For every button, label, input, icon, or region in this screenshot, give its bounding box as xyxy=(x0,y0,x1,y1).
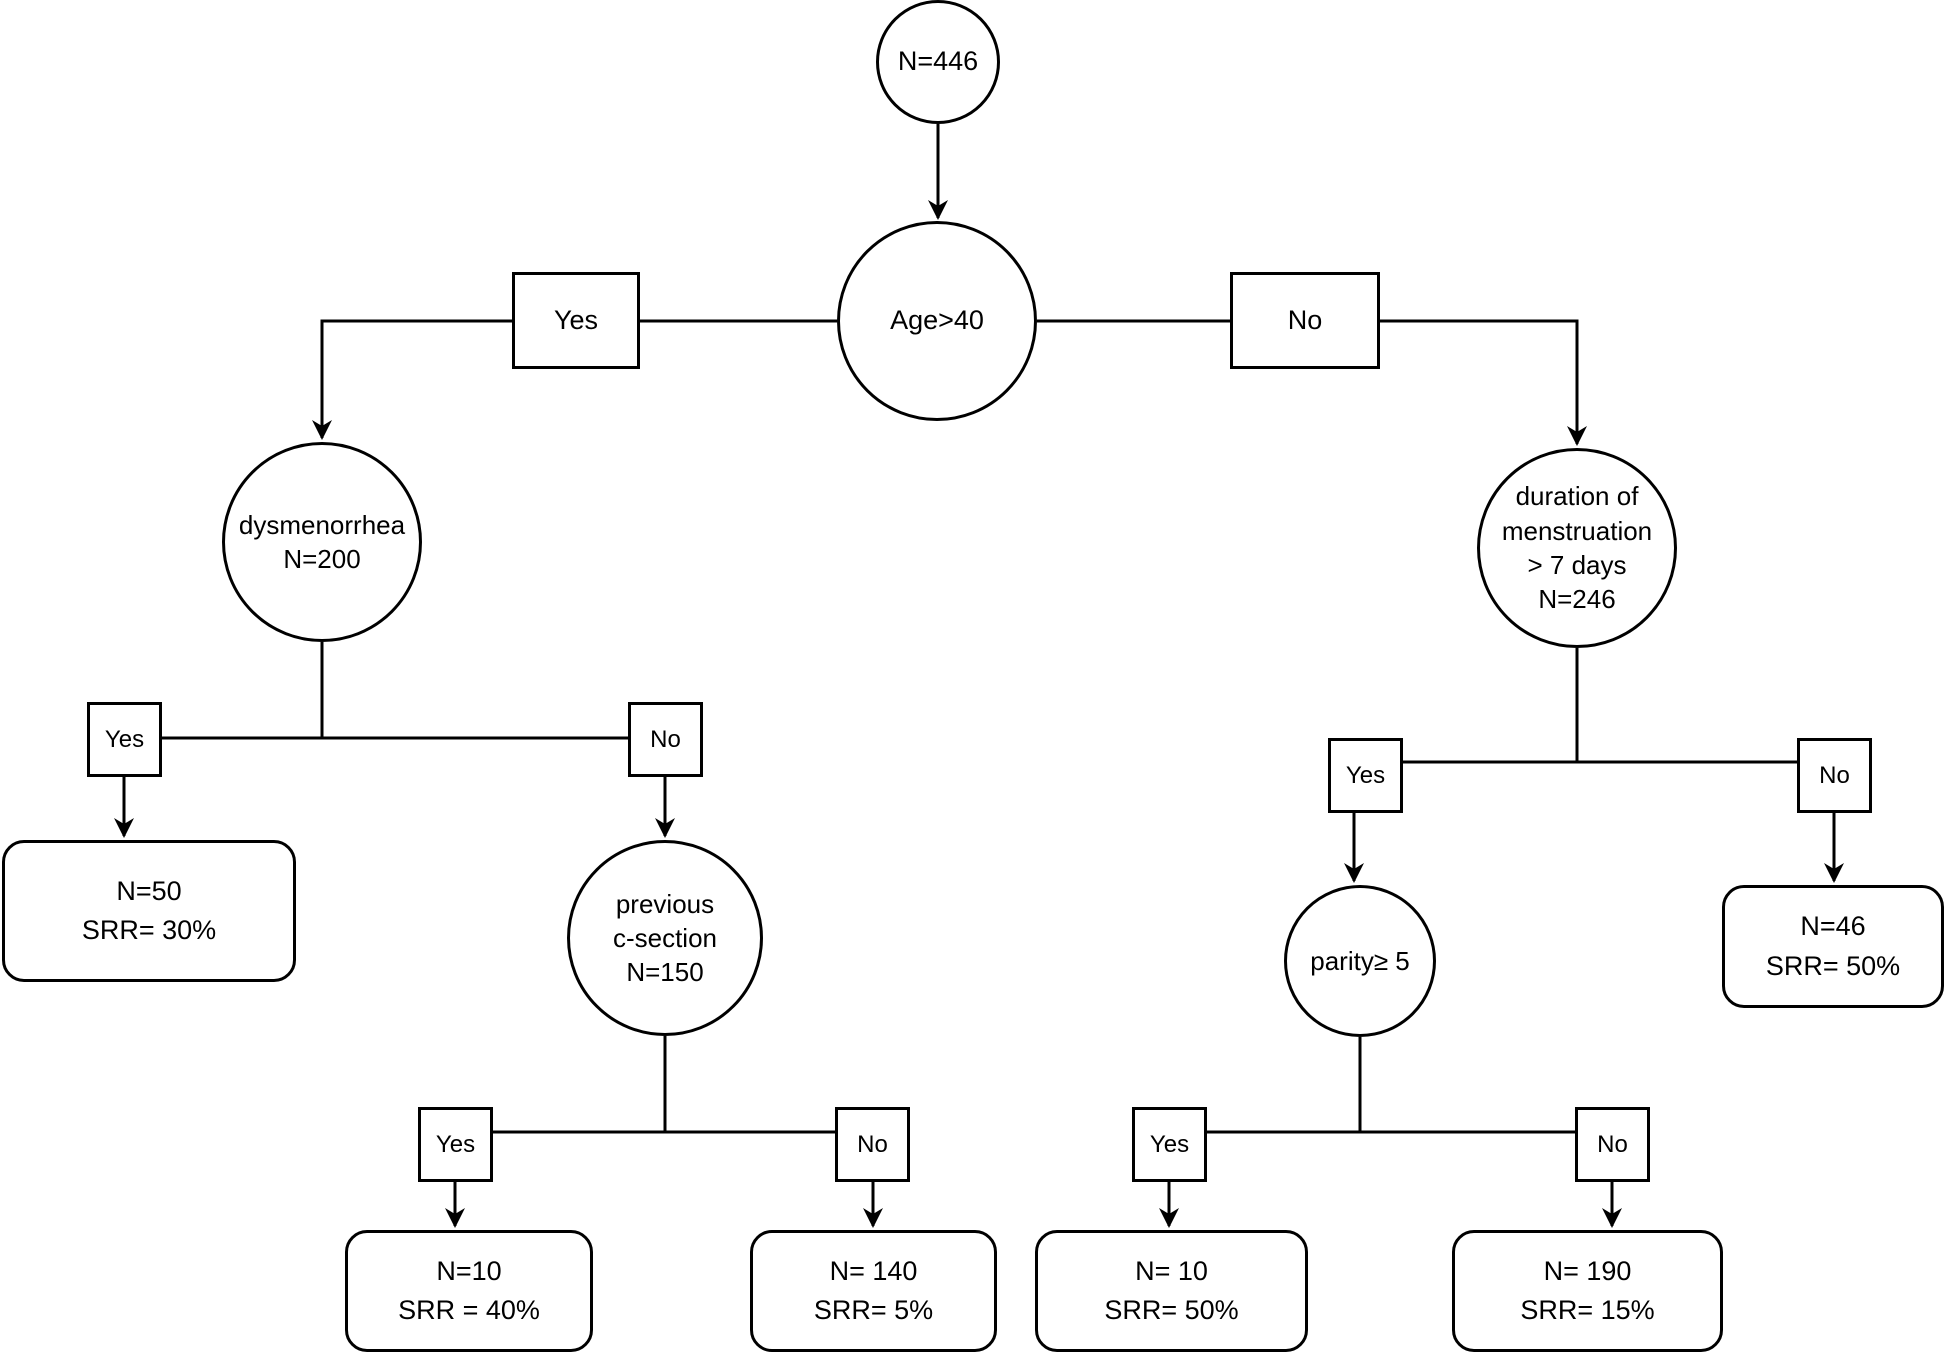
node-age: Age>40 xyxy=(837,221,1037,421)
branch-duration-no: No xyxy=(1797,738,1872,813)
branch-dysmenorrhea-no: No xyxy=(628,702,703,777)
leaf-csection-yes: N=10 SRR = 40% xyxy=(345,1230,593,1352)
branch-parity-no: No xyxy=(1575,1107,1650,1182)
branch-duration-yes: Yes xyxy=(1328,738,1403,813)
leaf-duration-no: N=46 SRR= 50% xyxy=(1722,885,1944,1008)
branch-csection-yes: Yes xyxy=(418,1107,493,1182)
node-root: N=446 xyxy=(876,0,1000,124)
leaf-csection-no: N= 140 SRR= 5% xyxy=(750,1230,997,1352)
leaf-parity-yes: N= 10 SRR= 50% xyxy=(1035,1230,1308,1352)
node-parity: parity≥ 5 xyxy=(1284,885,1436,1037)
node-dysmenorrhea: dysmenorrhea N=200 xyxy=(222,442,422,642)
node-duration-menstruation: duration of menstruation > 7 days N=246 xyxy=(1477,448,1677,648)
branch-age-yes: Yes xyxy=(512,272,640,369)
branch-dysmenorrhea-yes: Yes xyxy=(87,702,162,777)
leaf-parity-no: N= 190 SRR= 15% xyxy=(1452,1230,1723,1352)
branch-csection-no: No xyxy=(835,1107,910,1182)
edge-nobox-duration xyxy=(1380,319,1587,446)
branch-age-no: No xyxy=(1230,272,1380,369)
node-previous-csection: previous c-section N=150 xyxy=(567,840,763,1036)
leaf-dysmenorrhea-yes: N=50 SRR= 30% xyxy=(2,840,296,982)
edge-yesbox-dysmenorrhea xyxy=(312,319,512,440)
branch-parity-yes: Yes xyxy=(1132,1107,1207,1182)
